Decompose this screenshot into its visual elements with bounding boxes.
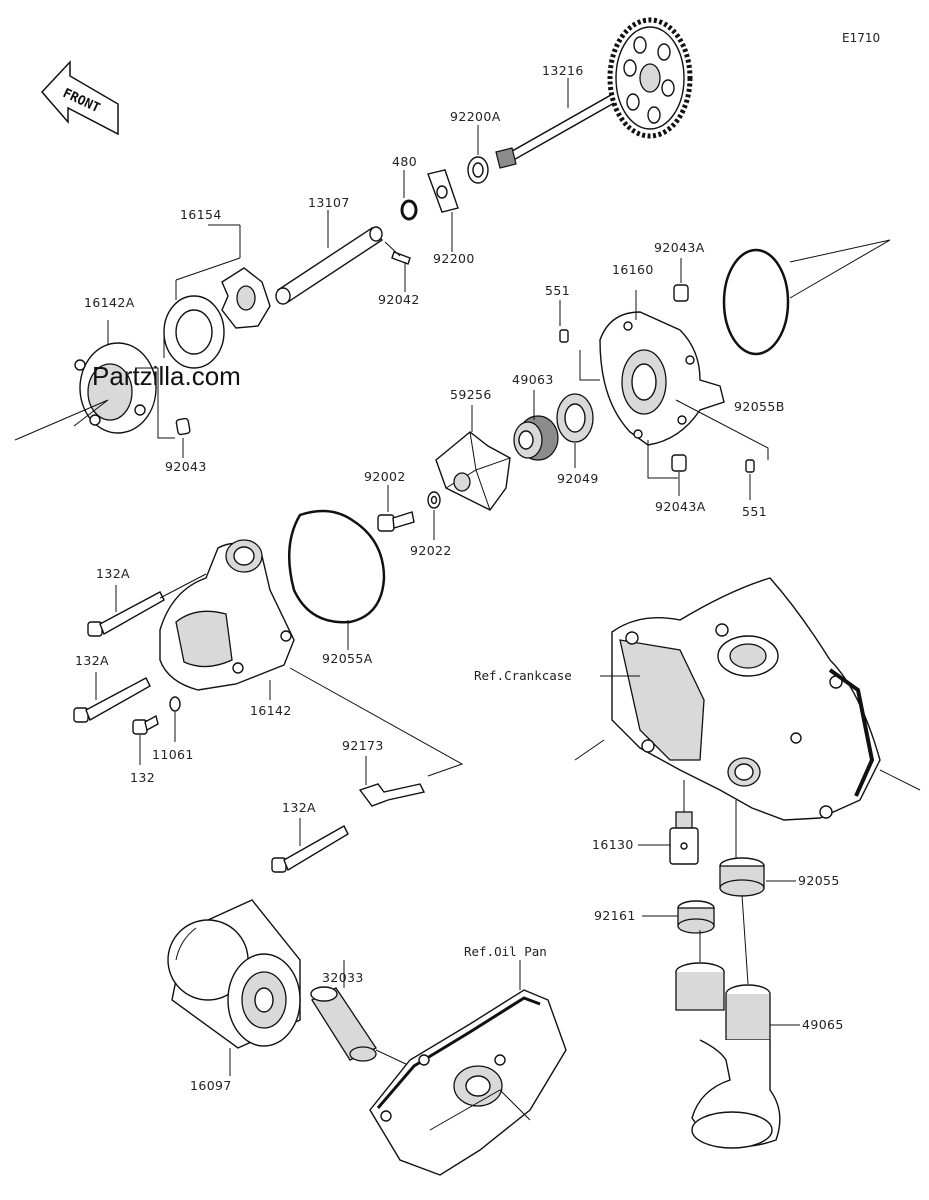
gasket-92055A[interactable] bbox=[288, 509, 386, 624]
label-13216: 13216 bbox=[542, 63, 584, 78]
label-92055A: 92055A bbox=[322, 651, 373, 666]
label-92043A-bottom: 92043A bbox=[655, 499, 706, 514]
strainer-49065[interactable] bbox=[675, 962, 781, 1149]
o-ring-92055B[interactable] bbox=[722, 248, 790, 356]
o-ring-92055[interactable] bbox=[719, 857, 765, 897]
collar-92161[interactable] bbox=[677, 900, 715, 934]
inner-rotor-16154[interactable] bbox=[221, 267, 271, 329]
oil-pan-ref bbox=[369, 989, 567, 1176]
shaft-13107[interactable] bbox=[275, 226, 384, 305]
shaft-gear-13216[interactable] bbox=[495, 17, 693, 169]
label-132A-3: 132A bbox=[282, 800, 316, 815]
pump-cover-16142A[interactable] bbox=[74, 342, 157, 434]
label-92043: 92043 bbox=[165, 459, 207, 474]
label-480: 480 bbox=[392, 154, 417, 169]
dowel-92043[interactable] bbox=[175, 417, 191, 436]
pipe-32033[interactable] bbox=[310, 986, 377, 1062]
pin-551-top[interactable] bbox=[559, 329, 569, 343]
label-16130: 16130 bbox=[592, 837, 634, 852]
dowel-92043A-bottom[interactable] bbox=[671, 454, 687, 472]
bolt-132A-1[interactable] bbox=[87, 591, 165, 637]
bolt-132A-2[interactable] bbox=[73, 677, 151, 723]
label-32033: 32033 bbox=[322, 970, 364, 985]
oil-filter-16097[interactable] bbox=[167, 899, 301, 1049]
label-92200A: 92200A bbox=[450, 109, 501, 124]
bolt-132A-3[interactable] bbox=[271, 825, 349, 873]
dowel-92043A-top[interactable] bbox=[673, 284, 689, 302]
impeller-59256[interactable] bbox=[435, 431, 511, 511]
clamp-92173[interactable] bbox=[358, 783, 426, 807]
label-92200: 92200 bbox=[433, 251, 475, 266]
washer-11061[interactable] bbox=[169, 696, 181, 712]
label-551-bottom: 551 bbox=[742, 504, 767, 519]
oil-switch-16130[interactable] bbox=[669, 811, 699, 865]
watermark-text: Partzilla.com bbox=[92, 361, 241, 391]
label-49063: 49063 bbox=[512, 372, 554, 387]
circlip-480[interactable] bbox=[400, 199, 418, 221]
label-92043A-top: 92043A bbox=[654, 240, 705, 255]
label-11061: 11061 bbox=[152, 747, 194, 762]
mechanical-seal-49063[interactable] bbox=[513, 415, 559, 461]
label-16154: 16154 bbox=[180, 207, 222, 222]
label-92055: 92055 bbox=[798, 873, 840, 888]
label-16160: 16160 bbox=[612, 262, 654, 277]
crankcase-ref bbox=[574, 577, 921, 821]
bolt-132[interactable] bbox=[132, 714, 159, 735]
label-49065: 49065 bbox=[802, 1017, 844, 1032]
label-132A-1: 132A bbox=[96, 566, 130, 581]
pump-body-16160[interactable] bbox=[599, 311, 725, 446]
label-16097: 16097 bbox=[190, 1078, 232, 1093]
label-92173: 92173 bbox=[342, 738, 384, 753]
label-92049: 92049 bbox=[557, 471, 599, 486]
label-13107: 13107 bbox=[308, 195, 350, 210]
pin-92042[interactable] bbox=[391, 251, 411, 265]
ref-oil-pan: Ref.Oil Pan bbox=[464, 944, 547, 959]
bolt-92002[interactable] bbox=[377, 511, 415, 532]
label-92042: 92042 bbox=[378, 292, 420, 307]
oil-seal-92049[interactable] bbox=[556, 393, 594, 443]
label-92002: 92002 bbox=[364, 469, 406, 484]
label-92022: 92022 bbox=[410, 543, 452, 558]
pump-housing-16142[interactable] bbox=[159, 539, 295, 691]
pin-551-bottom[interactable] bbox=[745, 459, 755, 473]
label-92161: 92161 bbox=[594, 908, 636, 923]
label-92055B: 92055B bbox=[734, 399, 785, 414]
front-arrow-icon: FRONT bbox=[40, 60, 119, 136]
label-16142: 16142 bbox=[250, 703, 292, 718]
label-551-top: 551 bbox=[545, 283, 570, 298]
diagram-code: E1710 bbox=[842, 31, 880, 45]
label-132: 132 bbox=[130, 770, 155, 785]
label-132A-2: 132A bbox=[75, 653, 109, 668]
ref-crankcase: Ref.Crankcase bbox=[474, 668, 572, 683]
outer-rotor[interactable] bbox=[163, 295, 225, 369]
label-16142A: 16142A bbox=[84, 295, 135, 310]
label-59256: 59256 bbox=[450, 387, 492, 402]
